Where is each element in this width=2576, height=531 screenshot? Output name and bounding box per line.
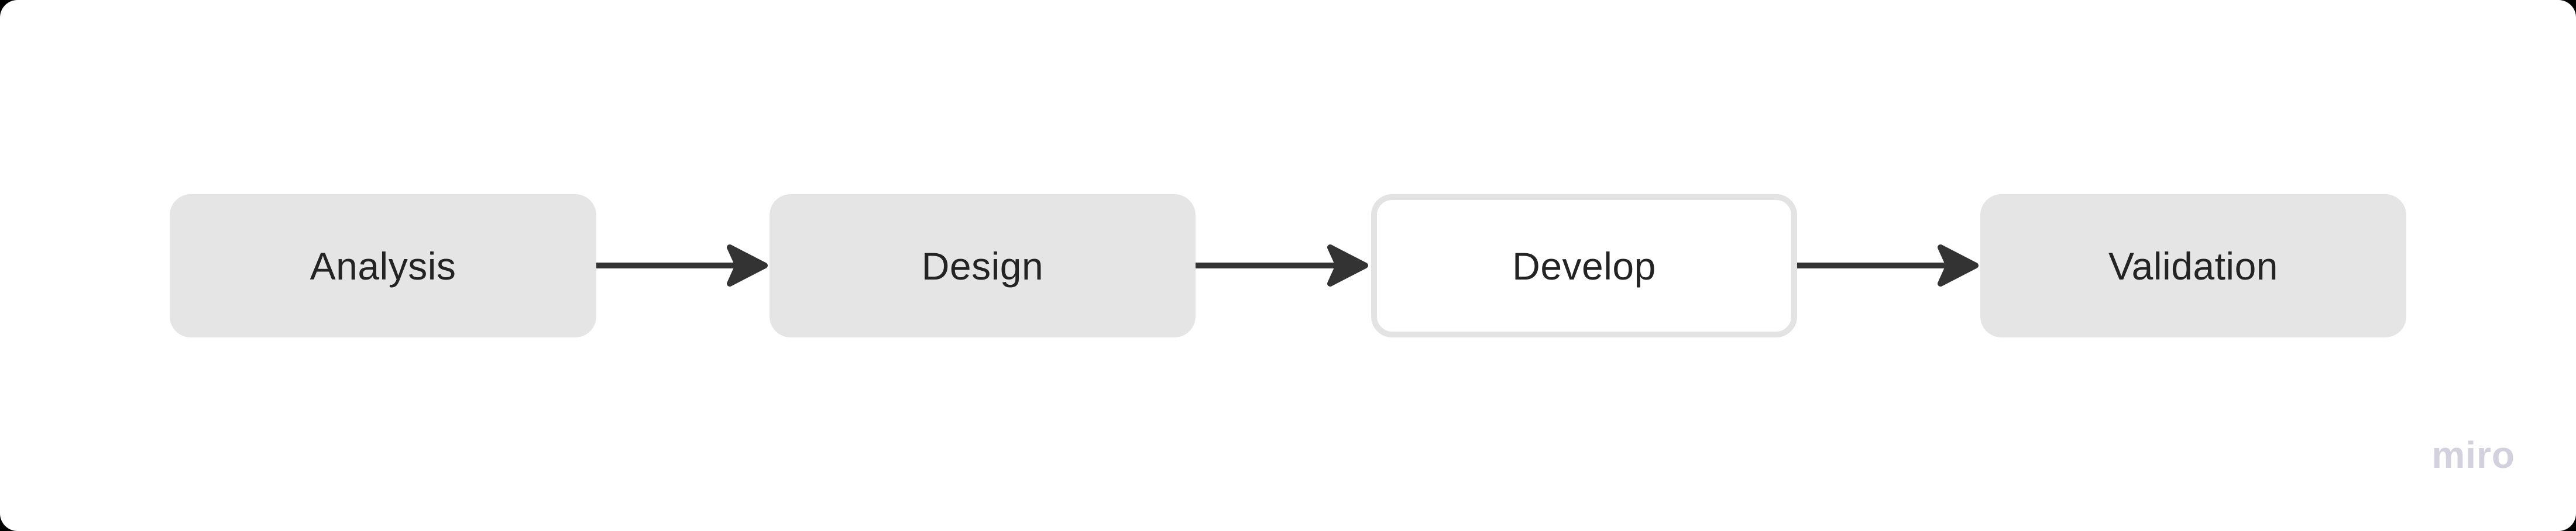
node-label-design: Design	[921, 244, 1044, 288]
flow-node-analysis[interactable]: Analysis	[170, 194, 596, 337]
arrowhead-icon	[727, 244, 768, 287]
connector-arrow-develop-validation[interactable]	[1797, 244, 1980, 287]
connector-arrow-design-develop[interactable]	[1196, 244, 1370, 287]
node-label-validation: Validation	[2108, 244, 2278, 288]
arrowhead-icon	[1327, 244, 1368, 287]
flow-node-design[interactable]: Design	[770, 194, 1196, 337]
node-label-develop: Develop	[1512, 244, 1656, 288]
flow-node-validation[interactable]: Validation	[1980, 194, 2406, 337]
node-label-analysis: Analysis	[310, 244, 456, 288]
miro-logo-watermark: miro	[2431, 434, 2515, 476]
connector-arrow-analysis-design[interactable]	[596, 244, 770, 287]
arrowhead-icon	[1938, 244, 1979, 287]
flow-node-develop[interactable]: Develop	[1371, 194, 1797, 337]
